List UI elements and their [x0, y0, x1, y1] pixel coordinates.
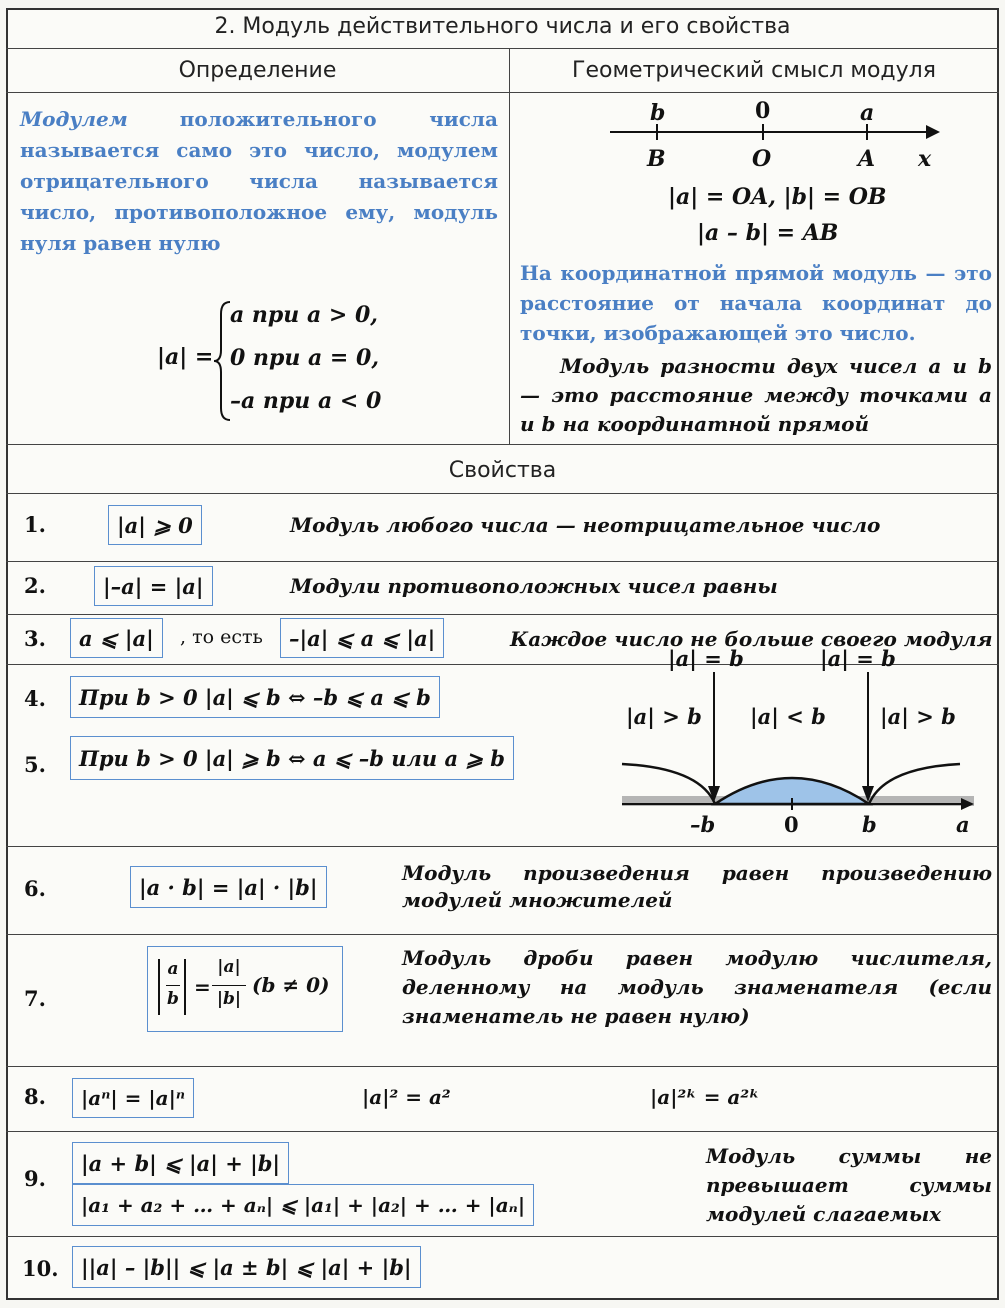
- divider: [6, 664, 999, 665]
- axis-label-a: a: [860, 100, 875, 126]
- number-line: [610, 124, 940, 140]
- property-6-description: Модуль произведения равен произведению м…: [402, 861, 992, 912]
- geometry-blue-text: На координатной прямой модуль — это расс…: [520, 261, 992, 345]
- property-1-description: Модуль любого числа — неотрицательное чи…: [290, 513, 881, 537]
- property-10-formula: ||a| – |b|| ⩽ |a ± b| ⩽ |a| + |b|: [72, 1246, 421, 1288]
- axis-label-B: B: [647, 146, 666, 172]
- fraction-numerator: a: [167, 959, 179, 979]
- property-3-description: Каждое число не больше своего модуля: [510, 627, 993, 651]
- property-8-extra-1: |a|² = a²: [362, 1085, 451, 1109]
- divider: [6, 934, 999, 935]
- definition-case-3: –a при a < 0: [230, 388, 382, 414]
- geometry-equation-2: |a – b| = AB: [697, 220, 839, 246]
- definition-term: Модулем: [20, 107, 128, 131]
- divider: [6, 846, 999, 847]
- property-number: 9.: [24, 1166, 46, 1191]
- modulus-region-diagram: [621, 762, 974, 810]
- property-number: 3.: [24, 626, 46, 651]
- diagram-label-greater-left: |a| > b: [626, 704, 702, 729]
- property-9-description: Модуль суммы не превышает суммы модулей …: [706, 1144, 992, 1226]
- divider: [6, 1066, 999, 1067]
- definition-case-2: 0 при a = 0,: [230, 345, 379, 371]
- brace-icon: [213, 301, 231, 421]
- divider: [6, 48, 999, 49]
- fraction-denominator: b: [167, 989, 179, 1009]
- fraction-line: [166, 985, 180, 986]
- property-3-formula: a ⩽ |a|: [70, 618, 163, 658]
- definition-formula-lhs: |a| =: [157, 344, 214, 370]
- diagram-label-greater-right: |a| > b: [880, 704, 956, 729]
- property-number: 6.: [24, 876, 46, 901]
- divider: [509, 48, 510, 444]
- diagram-label-eq-right: |a| = b: [820, 646, 896, 671]
- column-header-geometric: Геометрический смысл модуля: [572, 58, 936, 83]
- property-number: 5.: [24, 752, 46, 777]
- divider: [6, 561, 999, 562]
- fraction-numerator: |a|: [217, 957, 241, 977]
- property-4-formula: При b > 0 |a| ⩽ b ⇔ –b ⩽ a ⩽ b: [70, 676, 440, 718]
- property-8-extra-2: |a|²ᵏ = a²ᵏ: [650, 1085, 760, 1109]
- axis-label-zero: 0: [755, 98, 771, 124]
- diagram-axis-a: a: [956, 812, 970, 837]
- property-7-formula: a b = |a| |b| (b ≠ 0): [147, 946, 343, 1032]
- property-number: 7.: [24, 986, 46, 1011]
- property-9-formula-2: |a₁ + a₂ + … + aₙ| ⩽ |a₁| + |a₂| + … + |…: [72, 1184, 535, 1226]
- diagram-axis-minus-b: –b: [690, 812, 716, 837]
- definition-text: Модулем положительного числа называется …: [20, 104, 498, 259]
- property-2-formula: |–a| = |a|: [94, 566, 213, 606]
- divider: [6, 493, 999, 494]
- divider: [6, 1131, 999, 1132]
- property-6-formula: |a · b| = |a| · |b|: [130, 866, 327, 908]
- diagram-label-eq-left: |a| = b: [668, 646, 744, 671]
- diagram-label-less: |a| < b: [750, 704, 826, 729]
- property-number: 4.: [24, 686, 46, 711]
- arrow-down-icon: [862, 672, 874, 802]
- definition-case-1: a при a > 0,: [230, 302, 378, 328]
- property-1-formula: |a| ⩾ 0: [108, 505, 202, 545]
- property-number: 8.: [24, 1084, 46, 1109]
- arrow-down-icon: [708, 672, 720, 802]
- property-3-formula-2: –|a| ⩽ a ⩽ |a|: [280, 618, 445, 658]
- abs-bar: [158, 959, 163, 1015]
- property-5-formula: При b > 0 |a| ⩾ b ⇔ a ⩽ –b или a ⩾ b: [70, 736, 514, 780]
- property-number: 2.: [24, 573, 46, 598]
- property-number: 1.: [24, 512, 46, 537]
- fraction-line: [212, 985, 246, 986]
- diagram-axis-b: b: [862, 812, 877, 837]
- axis-label-A: A: [858, 146, 876, 172]
- divider: [6, 444, 999, 445]
- axis-label-x: x: [918, 146, 932, 172]
- definition-body: положительного числа называется само это…: [20, 107, 498, 255]
- page-title: 2. Модуль действительного числа и его св…: [214, 14, 791, 39]
- property-8-formula: |aⁿ| = |a|ⁿ: [72, 1078, 195, 1118]
- abs-bar: [184, 959, 189, 1015]
- property-7-description: Модуль дроби равен модулю числителя, дел…: [402, 946, 992, 1028]
- axis-label-O: O: [752, 146, 772, 172]
- fraction-condition: (b ≠ 0): [252, 973, 330, 997]
- divider: [6, 1236, 999, 1237]
- divider: [6, 614, 999, 615]
- properties-header: Свойства: [448, 458, 557, 483]
- property-2-description: Модули противоположных чисел равны: [290, 574, 778, 598]
- geometry-equation-1: |a| = OA, |b| = OB: [668, 184, 887, 210]
- diagram-axis-zero: 0: [784, 812, 799, 837]
- fraction-denominator: |b|: [216, 989, 242, 1009]
- axis-label-b: b: [650, 100, 666, 126]
- property-3-connector: , то есть: [180, 626, 263, 648]
- divider: [6, 92, 999, 93]
- geometry-italic-text: Модуль разности двух чисел a и b — это р…: [520, 354, 992, 436]
- equals-sign: =: [194, 975, 211, 999]
- property-9-formula: |a + b| ⩽ |a| + |b|: [72, 1142, 290, 1184]
- column-header-definition: Определение: [178, 58, 337, 83]
- property-number: 10.: [22, 1256, 59, 1281]
